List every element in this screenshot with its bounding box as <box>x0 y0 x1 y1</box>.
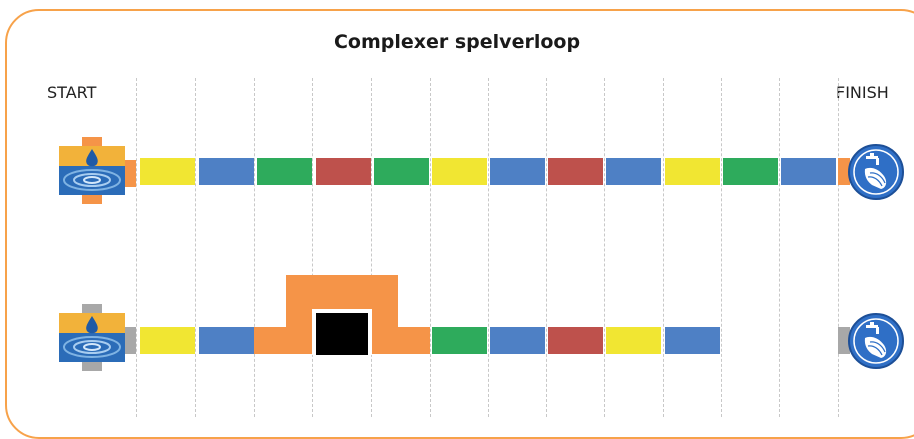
grid-line <box>488 78 489 417</box>
path-tile-blue <box>490 158 545 185</box>
start-label: START <box>47 83 97 102</box>
path-tile-blue <box>665 327 720 354</box>
grid-line <box>546 78 547 417</box>
faucet-icon <box>59 304 136 371</box>
path-tile-green <box>374 158 429 185</box>
path-tile-red <box>548 158 603 185</box>
grid-line <box>312 78 313 417</box>
finish-connector <box>838 158 850 185</box>
finish-label: FINISH <box>836 83 889 102</box>
path-tile-blue <box>781 158 836 185</box>
grid-line <box>430 78 431 417</box>
grid-line <box>721 78 722 417</box>
path-tile-red <box>316 158 371 185</box>
grid-line <box>195 78 196 417</box>
handwash-icon <box>848 144 904 200</box>
diagram-frame <box>5 9 914 439</box>
path-tile-green <box>257 158 312 185</box>
grid-line <box>254 78 255 417</box>
handwash-icon <box>848 313 904 369</box>
grid-line <box>663 78 664 417</box>
grid-line <box>838 78 839 417</box>
path-tile-blue <box>606 158 661 185</box>
diagram-title: Complexer spelverloop <box>333 31 581 53</box>
path-tile-blue <box>490 327 545 354</box>
path-tile-yellow <box>140 327 195 354</box>
path-tile-blue <box>199 158 254 185</box>
grid-line <box>779 78 780 417</box>
bridge-obstacle <box>254 275 430 355</box>
path-tile-blue <box>199 327 254 354</box>
grid-line <box>136 78 137 417</box>
grid-line <box>371 78 372 417</box>
path-tile-yellow <box>606 327 661 354</box>
path-tile-yellow <box>140 158 195 185</box>
path-tile-yellow <box>432 158 487 185</box>
path-tile-red <box>548 327 603 354</box>
grid-line <box>604 78 605 417</box>
path-tile-green <box>723 158 778 185</box>
finish-connector <box>838 327 850 354</box>
path-tile-yellow <box>665 158 720 185</box>
faucet-icon <box>59 137 136 204</box>
path-tile-green <box>432 327 487 354</box>
